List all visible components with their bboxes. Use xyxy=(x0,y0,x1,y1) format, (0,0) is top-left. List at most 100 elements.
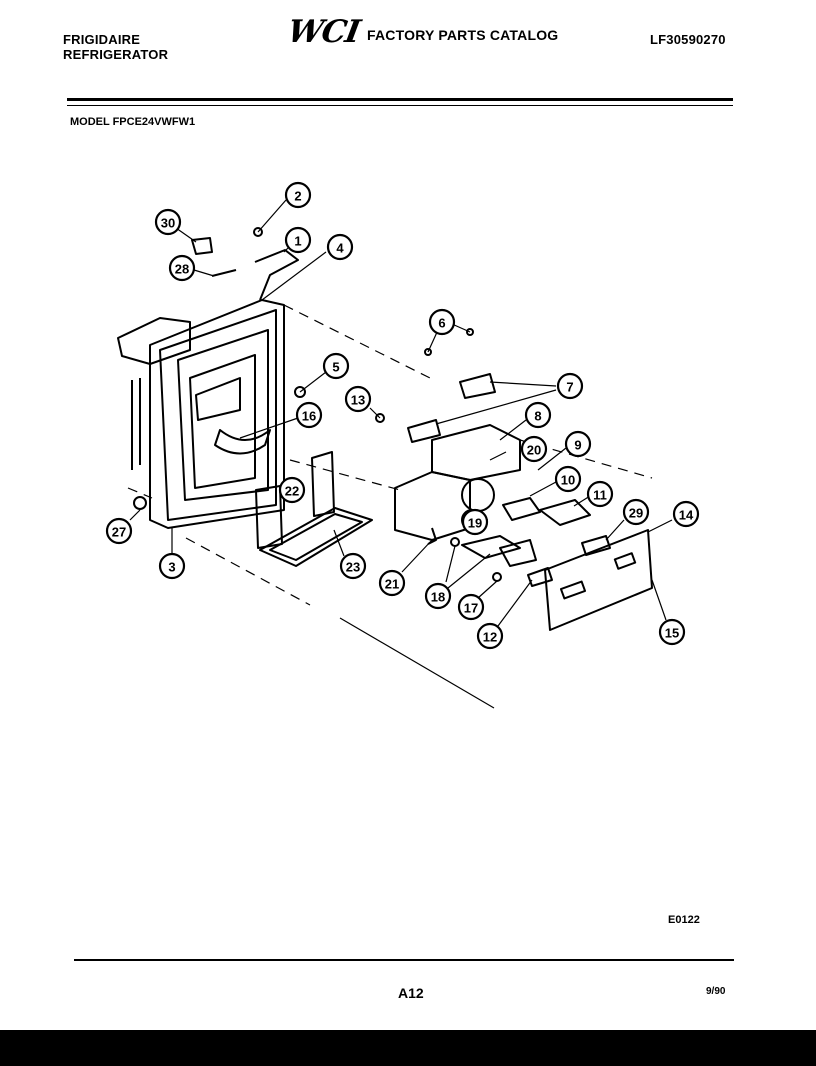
leader-30 xyxy=(175,227,197,243)
page-number: A12 xyxy=(398,985,424,1001)
catalog-title: FACTORY PARTS CATALOG xyxy=(367,27,559,43)
callout-circle xyxy=(278,476,306,504)
callout-circle xyxy=(672,500,700,528)
panel-display-left xyxy=(559,580,587,600)
callout-circle xyxy=(622,498,650,526)
light-shield-right xyxy=(311,451,335,517)
callout-label: 1 xyxy=(294,234,301,249)
footer-rule xyxy=(74,959,734,961)
screw-6a xyxy=(424,348,432,356)
dispenser-arm xyxy=(214,429,271,455)
leader-8 xyxy=(499,419,527,441)
parts-catalog-page: FRIGIDAIRE REFRIGERATOR WCI FACTORY PART… xyxy=(0,0,816,1030)
callout-label: 23 xyxy=(346,560,360,575)
callout-label: 19 xyxy=(468,516,482,531)
leader-5 xyxy=(299,371,327,393)
product-name: REFRIGERATOR xyxy=(63,47,169,62)
callout-label: 15 xyxy=(665,626,679,641)
actuator-bar xyxy=(461,535,521,559)
leader-18b xyxy=(447,553,491,589)
leader-16-left xyxy=(239,417,299,439)
callout-circle xyxy=(586,480,614,508)
callout-circle xyxy=(476,622,504,650)
catalog-number: LF30590270 xyxy=(650,32,726,47)
header-rule-bottom xyxy=(67,105,733,106)
callout-label: 13 xyxy=(351,393,365,408)
callout-label: 28 xyxy=(175,262,189,277)
callout-label: 10 xyxy=(561,473,575,488)
callout-circle xyxy=(461,508,489,536)
exploded-parts-diagram: 3028214516671382091011192914222732321181… xyxy=(105,181,700,709)
callout-label: 12 xyxy=(483,630,497,645)
motor-coil xyxy=(461,478,495,512)
callout-circle xyxy=(344,385,372,413)
clip-part xyxy=(294,386,306,398)
callout-circle xyxy=(554,465,582,493)
callout-circle xyxy=(457,593,485,621)
alignment-line-bottom xyxy=(339,617,495,709)
figure-reference: E0122 xyxy=(668,914,700,926)
housing-inner-frame xyxy=(177,329,269,501)
screw-6b xyxy=(466,328,474,336)
micro-switch xyxy=(459,373,496,399)
drip-tray-grid xyxy=(269,513,363,561)
header-rule-top xyxy=(67,98,733,101)
dispenser-chute xyxy=(195,377,241,421)
callout-label: 21 xyxy=(385,577,399,592)
callout-label: 17 xyxy=(464,601,478,616)
callout-label: 6 xyxy=(438,316,445,331)
alignment-line-lower xyxy=(185,537,311,606)
switch-bracket xyxy=(539,499,591,526)
switch-part xyxy=(407,419,441,443)
callout-circle xyxy=(658,618,686,646)
callout-circle xyxy=(556,372,584,400)
lever-part xyxy=(502,497,541,521)
leader-14 xyxy=(647,519,673,533)
callout-label: 27 xyxy=(112,525,126,540)
callout-label: 29 xyxy=(629,506,643,521)
solenoid-bracket xyxy=(431,424,521,481)
callout-circle xyxy=(326,233,354,261)
housing-opening xyxy=(189,354,256,489)
callout-label: 9 xyxy=(574,438,581,453)
leader-7b xyxy=(435,389,557,425)
callout-circle xyxy=(564,430,592,458)
leader-12 xyxy=(497,579,533,627)
drip-tray xyxy=(259,507,373,567)
grommet-part xyxy=(133,496,147,510)
screw-part xyxy=(211,269,237,277)
model-label: MODEL FPCE24VWFW1 xyxy=(70,116,196,128)
leader-23 xyxy=(333,529,345,557)
leader-17 xyxy=(477,580,498,599)
brand-name: FRIGIDAIRE xyxy=(63,32,141,47)
callout-label: 2 xyxy=(294,189,301,204)
callout-circle xyxy=(154,208,182,236)
leader-4 xyxy=(261,251,327,301)
callout-circle xyxy=(339,552,367,580)
leader-27 xyxy=(129,509,141,521)
leader-29 xyxy=(605,519,625,541)
leader-15 xyxy=(651,579,667,621)
catalog-date: 9/90 xyxy=(706,986,726,997)
housing-top-tray xyxy=(117,317,191,365)
dispenser-housing xyxy=(149,299,285,529)
wire-21 xyxy=(427,527,437,545)
callout-circle xyxy=(158,552,186,580)
alignment-line-upper xyxy=(283,304,431,379)
leader-21 xyxy=(401,539,433,573)
spring-bracket xyxy=(499,539,537,567)
callout-label: 30 xyxy=(161,216,175,231)
callout-label: 11 xyxy=(593,488,607,503)
light-shield-left xyxy=(255,485,283,549)
button-part-29 xyxy=(581,535,611,556)
scan-border xyxy=(0,1030,816,1066)
callout-circle xyxy=(284,226,312,254)
button-part-12 xyxy=(527,567,553,587)
callout-circle xyxy=(295,401,323,429)
callout-label: 3 xyxy=(168,560,175,575)
callout-circle xyxy=(428,308,456,336)
leader-2 xyxy=(257,199,287,233)
spring-part xyxy=(375,413,385,423)
callout-label: 18 xyxy=(431,590,445,605)
